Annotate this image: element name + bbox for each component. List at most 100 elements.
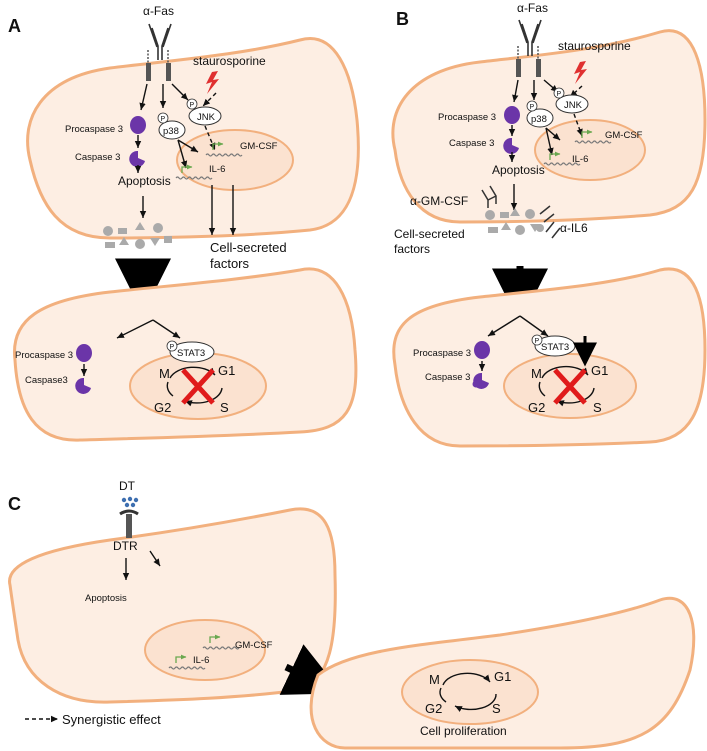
gene-promoter-icon	[212, 141, 224, 150]
panel-b-nucleus	[534, 119, 646, 181]
caspase-icon	[129, 150, 145, 167]
gene-promoter-icon	[581, 129, 593, 138]
gene-promoter-icon	[181, 164, 193, 173]
panel-c: C DT DTR Apoptosis GM-CSF IL-6 M G1	[8, 479, 696, 750]
panel-c-label: C	[8, 494, 21, 514]
panel-a-secreted-line1: Cell-secreted	[210, 240, 287, 255]
panel-a-label: A	[8, 16, 21, 36]
phospho-icon	[526, 100, 538, 112]
panel-b-p38-label: p38	[531, 114, 547, 125]
phase-g1: G1	[494, 669, 511, 684]
phospho-icon	[166, 340, 178, 352]
panel-c-outcome-label: Cell proliferation	[420, 724, 507, 738]
phospho-icon	[186, 98, 198, 110]
panel-c-toxin-label: DT	[119, 479, 136, 493]
caspase-icon	[503, 137, 519, 154]
panel-a-procaspase-label: Procaspase 3	[65, 124, 123, 135]
phase-g2: G2	[425, 701, 442, 716]
panel-c-nucleus	[144, 619, 266, 681]
blocking-antibody-il6-icon	[539, 205, 561, 239]
phospho-mark: P	[190, 102, 195, 109]
phospho-icon	[157, 112, 169, 124]
procaspase-icon	[130, 116, 146, 134]
caspase-fragment-icon	[472, 380, 480, 388]
phase-g1: G1	[591, 363, 608, 378]
jnk-kinase	[188, 106, 222, 126]
panel-a-apoptosis-label: Apoptosis	[118, 174, 171, 188]
procaspase-icon	[76, 344, 92, 362]
gene-promoter-icon	[175, 654, 187, 663]
panel-a-antibody-label: α-Fas	[143, 4, 174, 18]
p38-kinase	[526, 108, 554, 128]
phase-m: M	[531, 366, 542, 381]
panel-c-gmcsf-label: GM-CSF	[235, 640, 273, 651]
phospho-mark: P	[557, 91, 562, 98]
panel-b-secreted-line2: factors	[394, 242, 430, 256]
panel-b-alpha-gmcsf-label: α-GM-CSF	[410, 194, 468, 208]
legend: Synergistic effect	[25, 712, 161, 727]
panel-b-il6-label: IL-6	[572, 154, 588, 165]
procaspase-icon	[504, 106, 520, 124]
phospho-mark: P	[170, 344, 175, 351]
panel-c-il6-label: IL-6	[193, 655, 209, 666]
panel-b-caspase-label: Caspase 3	[449, 138, 494, 149]
jnk-kinase	[555, 94, 589, 114]
panel-b-apoptosis-label: Apoptosis	[492, 163, 545, 177]
apoptotic-debris	[485, 208, 544, 235]
caspase-icon	[75, 377, 91, 394]
panel-a-jnk-label: JNK	[197, 112, 216, 123]
phase-g1: G1	[218, 363, 235, 378]
blocking-antibody-gmcsf-icon	[481, 185, 497, 208]
phase-g2: G2	[154, 400, 171, 415]
panel-a-recipient-procaspase-label: Procaspase 3	[15, 350, 73, 361]
p38-kinase	[158, 120, 186, 140]
block-cross-icon	[181, 368, 215, 405]
block-cross-icon	[553, 368, 587, 405]
panel-b-alpha-il6-label: α-IL6	[560, 221, 588, 235]
panel-b-recipient-procaspase-label: Procaspase 3	[413, 348, 471, 359]
panel-c-receptor-label: DTR	[113, 539, 138, 553]
panel-a-nucleus	[176, 129, 294, 191]
cell-cycle-icon	[439, 672, 497, 712]
gene-promoter-icon	[209, 634, 221, 643]
fas-receptor-icon	[516, 46, 541, 77]
panel-a: A α-Fas staurosporine Procaspase 3 Caspa…	[8, 4, 360, 442]
panel-a-recipient-caspase-label: Caspase3	[25, 375, 68, 386]
panel-b: B α-Fas staurosporine Procaspase 3 Caspa…	[391, 1, 707, 448]
panel-b-recipient-caspase-label: Caspase 3	[425, 372, 470, 383]
gene-promoter-icon	[549, 151, 561, 160]
procaspase-icon	[474, 341, 490, 359]
lightning-icon	[206, 71, 219, 94]
panel-c-apoptosis-label: Apoptosis	[85, 593, 127, 604]
panel-c-recipient-nucleus	[401, 659, 539, 725]
phospho-mark: P	[161, 116, 166, 123]
phase-m: M	[429, 672, 440, 687]
phase-s: S	[593, 400, 602, 415]
stat3-protein	[169, 341, 215, 363]
phase-s: S	[492, 701, 501, 716]
panel-a-secreted-line2: factors	[210, 256, 250, 271]
legend-synergistic-label: Synergistic effect	[62, 712, 161, 727]
panel-a-caspase-label: Caspase 3	[75, 152, 120, 163]
panel-b-stat3-label: STAT3	[541, 342, 569, 353]
phase-m: M	[159, 366, 170, 381]
panel-b-gmcsf-label: GM-CSF	[605, 130, 643, 141]
panel-a-drug-label: staurosporine	[193, 54, 266, 68]
lightning-icon	[574, 61, 587, 84]
panel-b-jnk-label: JNK	[564, 100, 583, 111]
panel-a-stat3-label: STAT3	[177, 348, 205, 359]
transfer-arrow	[279, 644, 343, 695]
panel-b-donor-cell	[391, 29, 707, 224]
phospho-mark: P	[530, 104, 535, 111]
dtr-receptor-icon	[119, 509, 139, 538]
panel-b-label: B	[396, 9, 409, 29]
panel-a-il6-label: IL-6	[209, 164, 225, 175]
phospho-icon	[531, 334, 543, 346]
panel-b-drug-label: staurosporine	[558, 39, 631, 53]
panel-a-p38-label: p38	[163, 126, 179, 137]
phase-g2: G2	[528, 400, 545, 415]
apoptotic-debris	[103, 222, 172, 249]
toxin-icon	[121, 496, 139, 508]
fas-receptor-icon	[146, 50, 171, 81]
